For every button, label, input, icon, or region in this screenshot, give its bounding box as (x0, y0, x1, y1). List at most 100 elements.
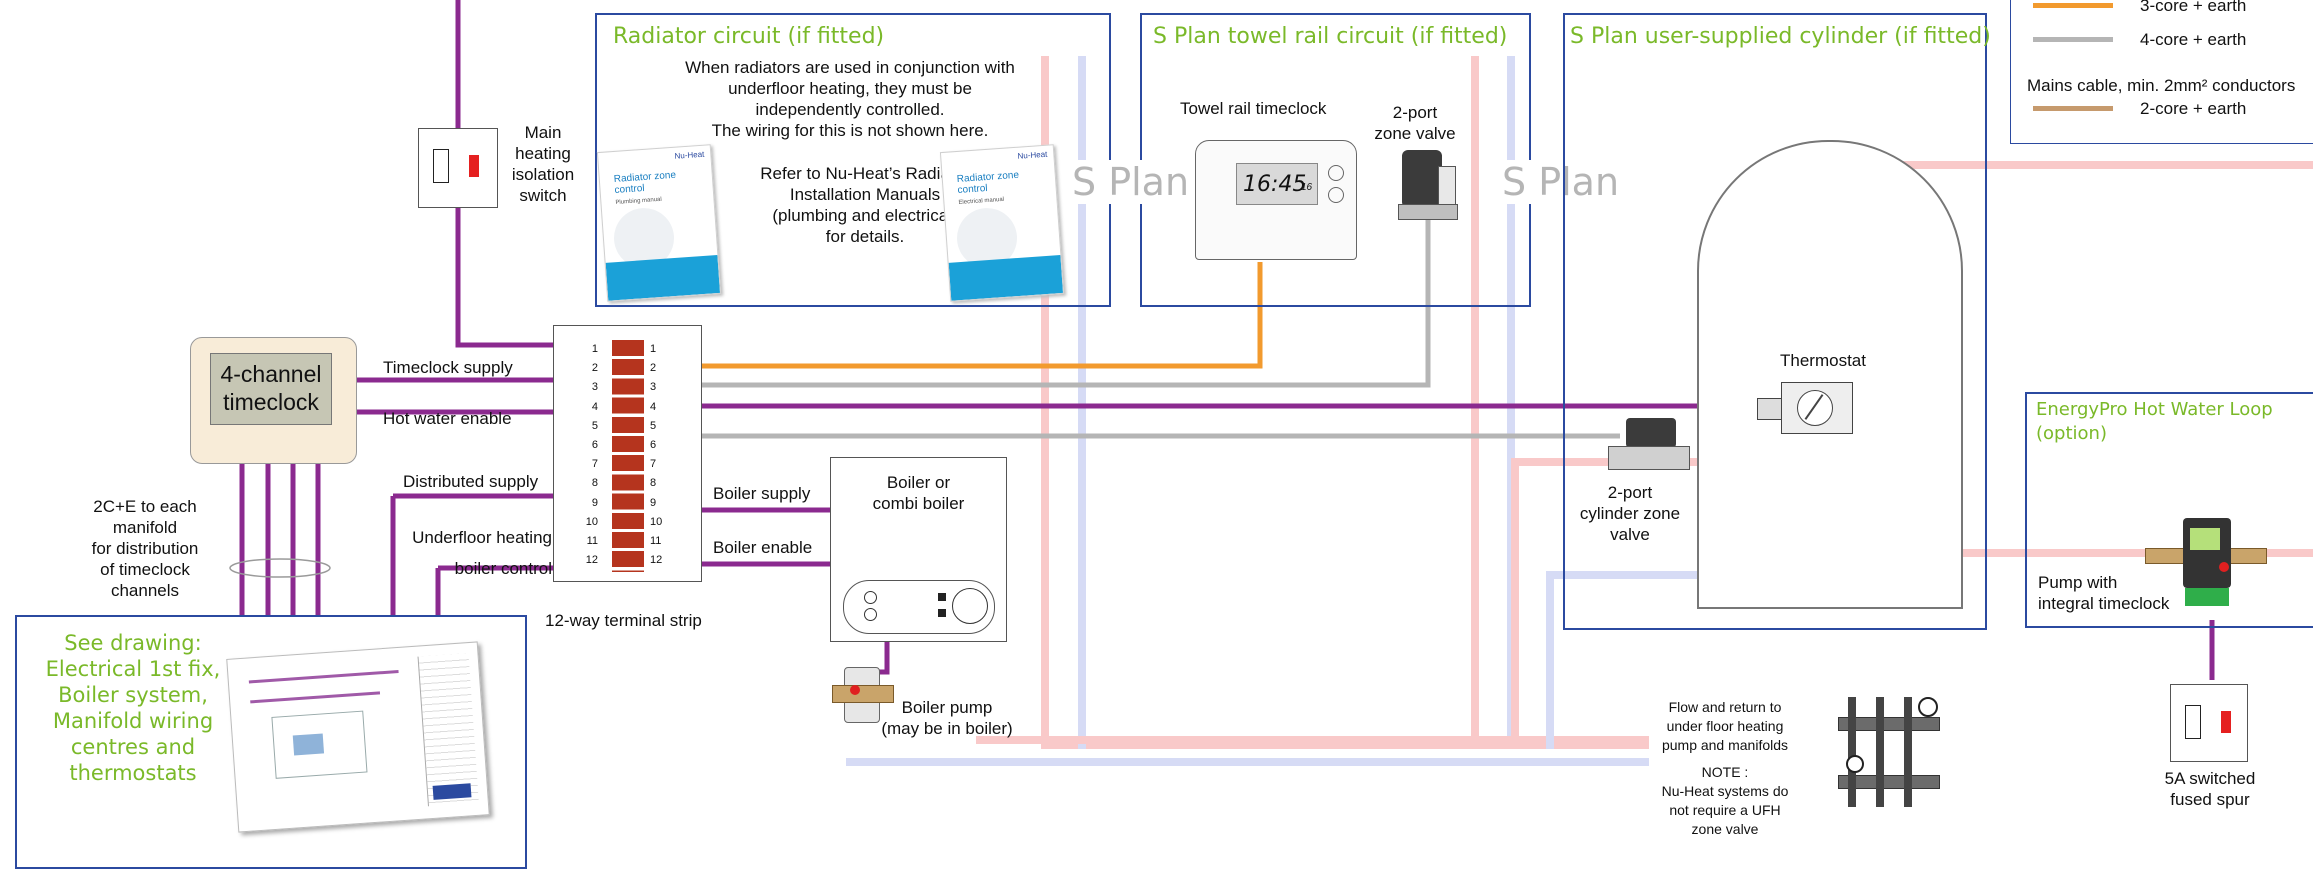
splan-label-left: S Plan (1068, 160, 1194, 204)
note-line: channels (110, 581, 180, 600)
label-line: combi boiler (872, 494, 965, 513)
note-line: Installation Manuals (789, 185, 941, 204)
towel-timeclock-device: 16:45 16 (1195, 140, 1357, 260)
energypro-title: EnergyPro Hot Water Loop (option) (2036, 398, 2273, 446)
terminal-number: 6 (650, 439, 657, 452)
note-line: The wiring for this is not shown here. (711, 121, 989, 140)
timeclock-button-bottom (1328, 187, 1344, 203)
note-line: (plumbing and electrical) (772, 206, 958, 225)
label-line: Boiler or (886, 473, 951, 492)
label-line: timeclock (223, 389, 319, 415)
note-line: for details. (825, 227, 905, 246)
boiler-label: Boiler or combi boiler (831, 472, 1006, 514)
text-line: thermostats (69, 761, 197, 785)
legend-line-3core (2033, 3, 2113, 8)
label-line: Main (524, 123, 562, 142)
note-line: manifold (112, 518, 178, 537)
terminal-numbers-left: 1 2 3 4 5 6 7 8 9 10 11 12 (562, 340, 598, 570)
cylinder-panel (1563, 13, 1987, 630)
towel-zone-valve-icon (1398, 150, 1458, 220)
switch-indicator (2221, 711, 2231, 733)
boiler-supply-label: Boiler supply (713, 484, 811, 503)
terminal-number: 5 (591, 419, 598, 432)
text-line: See drawing: (64, 631, 202, 655)
manual-brand: Nu-Heat (674, 149, 705, 161)
flow-return-note: Flow and return to under floor heating p… (1650, 698, 1800, 839)
boiler-control-panel (843, 580, 995, 634)
note-line: independently controlled. (755, 100, 945, 119)
cylinder-zone-valve-icon (1608, 418, 1690, 474)
timeclock-time: 16:45 (1243, 172, 1307, 197)
label-line: switch (519, 186, 567, 205)
manual-sub: Plumbing manual (615, 196, 662, 206)
radiator-plumbing-manual-image: Nu-Heat Radiator zone control Plumbing m… (596, 144, 722, 302)
label-line: zone valve (1374, 124, 1456, 143)
terminal-strip: 1 2 3 4 5 6 7 8 9 10 11 12 1 2 3 4 5 6 7… (553, 325, 702, 582)
boiler-pump-label: Boiler pump (may be in boiler) (872, 697, 1022, 739)
legend-3core-label: 3-core + earth (2140, 0, 2247, 15)
terminal-number: 7 (650, 458, 657, 471)
radiator-note-top: When radiators are used in conjunction w… (615, 57, 1085, 141)
boiler-pump-icon (832, 667, 894, 747)
label-line: isolation (511, 165, 575, 184)
timeclock-time-small: 16 (1301, 182, 1313, 193)
manual-brand: Nu-Heat (1017, 149, 1048, 161)
terminal-number: 11 (586, 535, 598, 548)
label-line: Boiler pump (901, 698, 993, 717)
manual-sub: Electrical manual (958, 196, 1005, 206)
label-line: valve (1610, 525, 1650, 544)
terminal-number: 2 (650, 362, 657, 375)
towel-valve-label: 2-port zone valve (1365, 102, 1465, 144)
splan-label-right: S Plan (1498, 160, 1624, 204)
terminal-number: 1 (591, 343, 598, 355)
label-line: 2-port (1392, 103, 1438, 122)
timeclock-button-top (1328, 165, 1344, 181)
title-line: EnergyPro Hot Water Loop (2036, 399, 2273, 420)
manual-footer (948, 255, 1064, 301)
boiler-unit: Boiler or combi boiler (830, 457, 1007, 642)
label-line: fused spur (2170, 790, 2250, 809)
terminal-number: 8 (591, 477, 598, 490)
switch-rocker (433, 149, 449, 183)
radiator-panel-title: Radiator circuit (if fitted) (613, 24, 885, 49)
terminal-number: 7 (591, 458, 598, 471)
terminal-number: 9 (591, 496, 598, 509)
fused-spur-label: 5A switched fused spur (2135, 768, 2285, 810)
terminal-number: 4 (650, 400, 657, 413)
label-line: 2-port (1607, 483, 1653, 502)
energypro-pump-icon (2145, 518, 2267, 608)
terminal-number: 12 (585, 554, 598, 567)
isolation-switch[interactable] (418, 128, 498, 208)
underfloor-control-label: Underfloor heating boiler control (402, 527, 552, 579)
thermostat-label: Thermostat (1780, 351, 1866, 370)
note-line: of timeclock (100, 560, 190, 579)
terminal-strip-label: 12-way terminal strip (545, 611, 702, 630)
switch-indicator (469, 155, 479, 177)
note-line: Nu-Heat systems do (1661, 783, 1789, 799)
terminal-number: 9 (650, 496, 657, 509)
cylinder-valve-label: 2-port cylinder zone valve (1565, 482, 1695, 545)
note-line: NOTE : (1701, 764, 1749, 780)
terminal-number: 3 (591, 381, 598, 394)
label-line: Pump with (2038, 573, 2118, 592)
terminal-number: 6 (591, 439, 598, 452)
text-line: Manifold wiring (52, 709, 214, 733)
energypro-panel (2025, 392, 2313, 628)
terminal-number: 5 (650, 419, 657, 432)
text-line: Electrical 1st fix, (45, 657, 221, 681)
four-channel-timeclock: 4-channel timeclock (190, 337, 357, 464)
terminal-number: 2 (591, 362, 598, 375)
towel-panel-title: S Plan towel rail circuit (if fitted) (1153, 24, 1508, 49)
fused-spur-switch[interactable] (2170, 684, 2248, 762)
boiler-enable-label: Boiler enable (713, 538, 813, 557)
note-line: for distribution (91, 539, 199, 558)
legend-4core-label: 4-core + earth (2140, 30, 2247, 49)
ufh-manifold-icon (1838, 695, 1940, 810)
legend-box (2010, 0, 2313, 144)
label-line: boiler control (454, 559, 552, 578)
label-line: heating (515, 144, 571, 163)
radiator-electrical-manual-image: Nu-Heat Radiator zone control Electrical… (939, 144, 1065, 302)
note-line: 2C+E to each (93, 497, 197, 516)
terminal-number: 1 (650, 343, 657, 355)
terminal-number: 8 (650, 477, 657, 490)
